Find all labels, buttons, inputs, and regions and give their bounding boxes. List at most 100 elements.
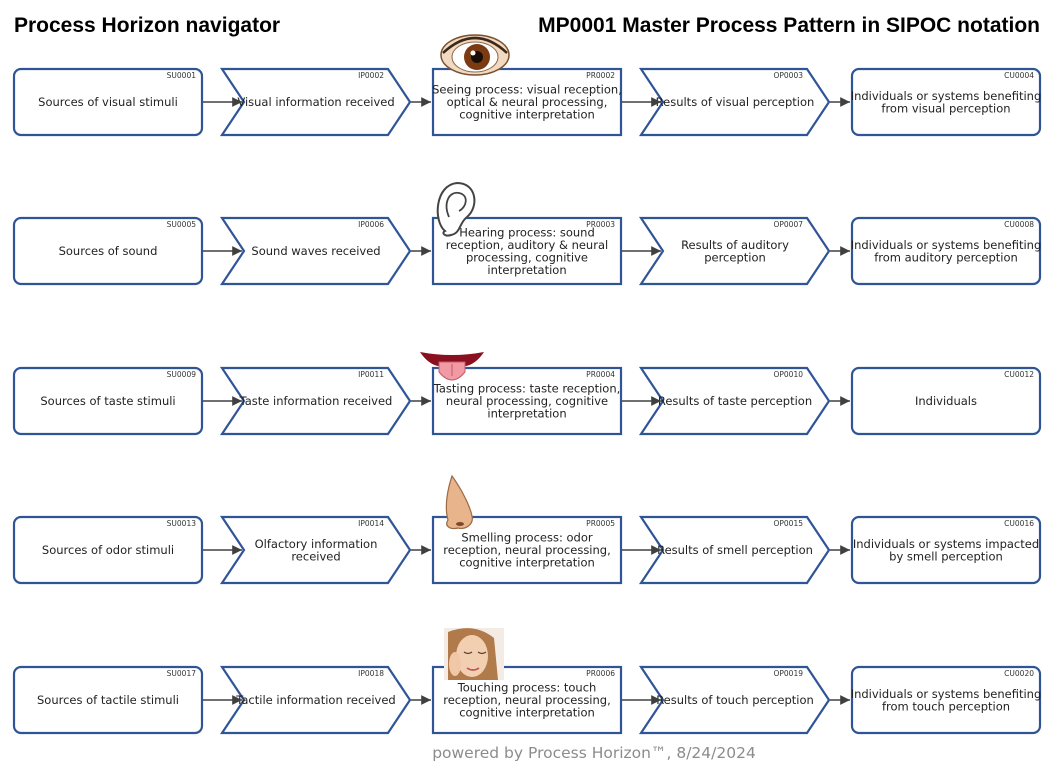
customer-outline xyxy=(850,665,1042,735)
page-title: Process Horizon navigator xyxy=(14,14,281,37)
element-label: from visual perception xyxy=(881,101,1010,115)
element-code: OP0019 xyxy=(773,669,803,678)
element-code: CU0012 xyxy=(1004,370,1034,379)
element-code: IP0018 xyxy=(358,669,384,678)
supplier-outline xyxy=(12,366,204,436)
element-label: reception, neural processing, xyxy=(443,693,611,707)
element-label: Smelling process: odor xyxy=(461,531,593,545)
element-label: reception, auditory & neural xyxy=(446,238,608,252)
element-code: IP0014 xyxy=(358,519,384,528)
tongue-icon xyxy=(420,352,484,381)
touch-face-icon xyxy=(444,628,504,680)
customer-outline xyxy=(850,366,1042,436)
element-code: CU0016 xyxy=(1004,519,1034,528)
element-label: Results of touch perception xyxy=(656,693,814,707)
element-label: Individuals or systems benefiting xyxy=(851,238,1042,252)
element-label: Touching process: touch xyxy=(457,681,597,695)
element-label: Seeing process: visual reception, xyxy=(432,83,622,97)
element-label: Sources of taste stimuli xyxy=(40,394,175,408)
element-label: by smell perception xyxy=(889,549,1003,563)
element-label: Sources of visual stimuli xyxy=(38,95,178,109)
element-label: Individuals or systems impacted xyxy=(853,537,1039,551)
element-label: Hearing process: sound xyxy=(459,225,595,239)
element-label: Individuals or systems benefiting xyxy=(851,89,1042,103)
element-code: SU0005 xyxy=(167,220,197,229)
element-code: PR0002 xyxy=(586,71,615,80)
input-outline xyxy=(219,366,412,436)
element-label: perception xyxy=(704,250,766,264)
element-code: SU0001 xyxy=(167,71,197,80)
element-label: from auditory perception xyxy=(874,250,1018,264)
element-code: OP0010 xyxy=(773,370,803,379)
element-label: interpretation xyxy=(487,263,566,277)
element-label: Tactile information received xyxy=(235,693,395,707)
element-code: CU0020 xyxy=(1004,669,1034,678)
element-label: Sources of sound xyxy=(59,244,158,258)
output-outline xyxy=(638,665,831,735)
element-code: IP0011 xyxy=(358,370,384,379)
element-code: OP0007 xyxy=(773,220,803,229)
element-label: Individuals or systems benefiting xyxy=(851,687,1042,701)
element-code: CU0004 xyxy=(1004,71,1034,80)
element-code: PR0006 xyxy=(586,669,615,678)
element-label: Sources of odor stimuli xyxy=(42,543,174,557)
element-code: IP0002 xyxy=(358,71,384,80)
element-code: IP0006 xyxy=(358,220,384,229)
element-label: Taste information received xyxy=(239,394,393,408)
nose-icon xyxy=(445,474,473,530)
output-outline xyxy=(638,366,831,436)
element-code: SU0009 xyxy=(167,370,197,379)
element-label: cognitive interpretation xyxy=(459,706,595,720)
process-outline xyxy=(431,366,623,436)
element-label: cognitive interpretation xyxy=(459,556,595,570)
input-outline xyxy=(219,515,412,585)
supplier-outline xyxy=(12,665,204,735)
element-label: Results of taste perception xyxy=(658,394,812,408)
customer-outline xyxy=(850,216,1042,286)
input-outline xyxy=(219,665,412,735)
element-label: Sound waves received xyxy=(251,244,380,258)
element-label: cognitive interpretation xyxy=(459,108,595,122)
element-code: OP0015 xyxy=(773,519,803,528)
input-outline xyxy=(219,67,412,137)
element-label: Sources of tactile stimuli xyxy=(37,693,179,707)
element-code: PR0004 xyxy=(586,370,615,379)
input-outline xyxy=(219,216,412,286)
element-label: Visual information received xyxy=(237,95,394,109)
element-label: from touch perception xyxy=(882,699,1010,713)
process-outline xyxy=(431,216,623,286)
ear-icon xyxy=(436,181,476,237)
element-code: OP0003 xyxy=(773,71,803,80)
process-outline xyxy=(431,67,623,137)
output-outline xyxy=(638,515,831,585)
supplier-outline xyxy=(12,216,204,286)
